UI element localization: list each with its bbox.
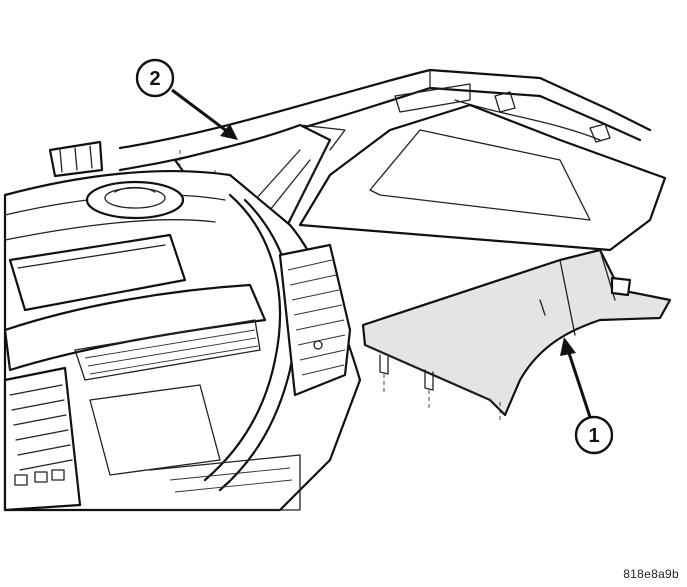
center-controls	[3, 366, 301, 512]
dash-bezel	[203, 193, 297, 492]
callout-1-label: 1	[588, 425, 599, 447]
side-air-vent	[278, 243, 352, 397]
arrowhead-2	[220, 124, 238, 140]
callout-2: 2	[135, 58, 238, 140]
display-area	[3, 233, 267, 381]
callout-1: 1	[560, 337, 614, 455]
figure-id: 818e8a9b	[623, 567, 679, 581]
callout-2-label: 2	[149, 68, 160, 90]
arrowhead-1	[560, 337, 576, 356]
upper-trim-panel	[298, 103, 667, 252]
lower-trim-panel	[361, 248, 672, 420]
